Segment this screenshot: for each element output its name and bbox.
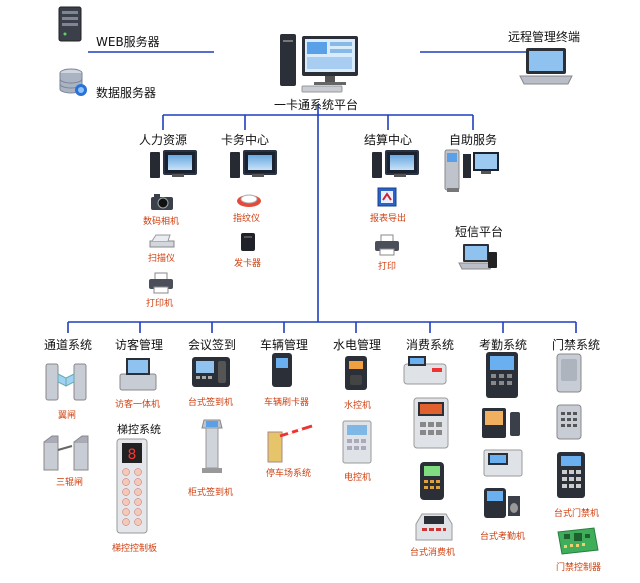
pos-printer-icon [402,354,448,390]
card-device-issuer-label: 发卡器 [234,259,262,269]
tripod-gate-icon [40,432,94,476]
report-export-icon [376,186,400,212]
passage-device-wing-label: 翼闸 [58,411,77,421]
visitor-device-elevator-board-label: 梯控控制板 [112,544,158,554]
meeting-device-cabinet-label: 柜式签到机 [188,488,234,498]
card-device-fingerprint-label: 指纹仪 [233,214,261,224]
consume-device-desktop-label: 台式消费机 [410,548,456,558]
laptop-icon [518,46,574,90]
access-controller-board-icon [554,526,600,560]
meeting-device-desktop-label: 台式签到机 [188,398,234,408]
card-issuer-icon [240,232,256,256]
vehicle-device-reader-label: 车辆刷卡器 [264,398,310,408]
cabinet-checkin-icon [200,418,224,478]
center-label-settle: 结算中心 [364,133,413,147]
center-label-self: 自助服务 [449,133,498,147]
access-device-controller-label: 门禁控制器 [556,563,602,573]
visitor-device-terminal-label: 访客一体机 [115,400,161,410]
subsystem-label-attendance: 考勤系统 [479,338,528,352]
settle-printer-icon [374,234,400,260]
self-service-kiosk-icon [443,148,501,198]
access-terminal-icon [556,451,586,503]
sms-platform-label: 短信平台 [455,225,504,239]
database-server-icon [58,68,88,102]
utility-device-water-label: 水控机 [344,401,372,411]
water-controller-icon [344,355,368,395]
web-server-label: WEB服务器 [96,35,160,49]
desktop-pos-icon [414,512,454,546]
elevator-system-label: 梯控系统 [117,423,161,436]
subsystem-label-vehicle: 车辆管理 [260,338,309,352]
scanner-icon [148,233,176,253]
settle-device-report-label: 报表导出 [370,214,407,224]
attendance-terminal-icon [484,350,520,404]
face-attendance-icon [480,406,522,444]
screen-attendance-icon [482,448,524,482]
platform-computer-icon [272,32,362,98]
settle-device-print-label: 打印 [378,262,397,272]
electric-controller-icon [342,420,372,468]
subsystem-label-meeting: 会议签到 [188,338,237,352]
utility-device-electric-label: 电控机 [344,473,372,483]
database-server-label: 数据服务器 [96,86,157,100]
platform-label: 一卡通系统平台 [274,98,359,112]
sms-laptop-icon [458,242,498,276]
vehicle-device-parking-label: 停车场系统 [266,469,312,479]
vehicle-card-reader-icon [271,352,293,392]
svg-text:8: 8 [128,447,137,463]
consumption-terminal-icon [412,396,450,454]
hr-device-printer-label: 打印机 [146,299,174,309]
center-label-hr: 人力资源 [139,133,188,147]
subsystem-label-visitor: 访客管理 [115,338,164,352]
subsystem-label-passage: 通道系统 [44,338,93,352]
elevator-panel-icon: 8 [116,438,148,538]
remote-terminal-label: 远程管理终端 [508,30,581,44]
access-keypad-icon [556,404,582,444]
access-device-desktop-label: 台式门禁机 [554,509,600,519]
center-label-card: 卡务中心 [221,133,270,147]
fingerprint-attendance-icon [482,486,522,524]
fingerprint-reader-icon [236,190,262,212]
parking-barrier-icon [266,422,314,468]
passage-device-tripod-label: 三辊闸 [56,478,84,488]
printer-icon [148,272,174,298]
desktop-checkin-icon [190,355,232,393]
hr-device-camera-label: 数码相机 [143,217,180,227]
camera-icon [150,193,174,215]
subsystem-label-utility: 水电管理 [333,338,382,352]
subsystem-label-access: 门禁系统 [552,338,601,352]
hr-device-scanner-label: 扫描仪 [148,254,176,264]
visitor-terminal-icon [118,356,158,396]
subsystem-label-consume: 消费系统 [406,338,455,352]
handheld-pos-icon [418,460,446,506]
wing-gate-icon [44,358,90,406]
access-reader-icon [556,353,582,397]
attendance-device-desktop-label: 台式考勤机 [480,532,526,542]
web-server-icon [58,6,82,46]
